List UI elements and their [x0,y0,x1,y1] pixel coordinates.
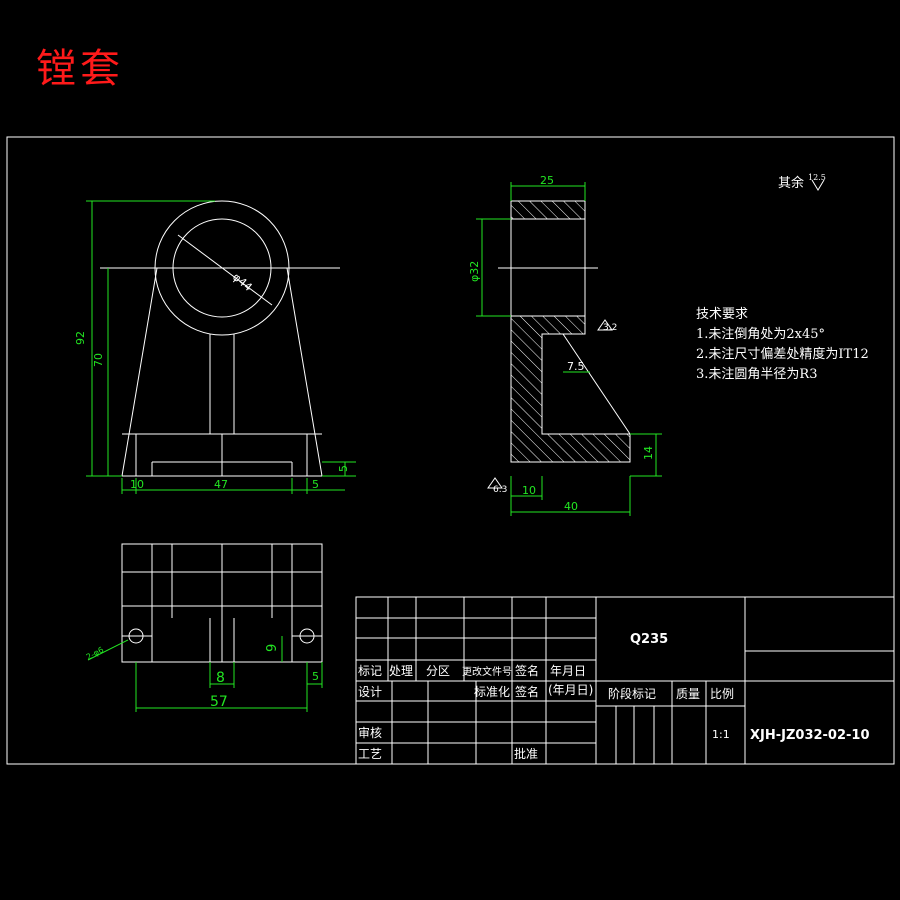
front-view-dims [86,200,356,494]
tech-item-1: 1.未注倒角处为2x45° [696,327,825,342]
tb-craft: 工艺 [358,747,382,761]
dim-top-w-edge: 5 [312,670,319,683]
dim-side-bore: φ32 [468,261,481,282]
tb-review: 审核 [358,725,382,740]
dim-side-w-left: 10 [522,484,536,497]
tb-stage: 阶段标记 [608,686,656,701]
tech-item-3: 3.未注圆角半径为R3 [696,367,817,382]
dim-top-h-hole: 9 [265,644,280,652]
rough-6-3: 6.3 [493,485,507,495]
tb-drawing-no: XJH-JZ032-02-10 [750,728,870,743]
drawing-frame [6,136,895,765]
tb-zone: 分区 [426,664,450,678]
dim-top-w-slot: 8 [216,670,225,686]
tb-approve: 批准 [514,746,538,761]
tb-change-doc: 更改文件号 [462,665,512,678]
tb-date-1: 年月日 [550,664,586,678]
tb-sign-1: 签名 [515,663,539,678]
dim-d-bore: φ44 [230,270,255,294]
tech-item-2: 2.未注尺寸偏差处精度为IT12 [696,346,869,362]
rough-3-2: 3.2 [603,323,617,333]
dim-top-holes: 2-φ6 [85,645,105,662]
side-view-dims [476,182,662,516]
roughness-marks [487,179,825,489]
tb-weight: 质量 [676,687,700,701]
side-view [498,200,631,463]
surface-note-value: 12.5 [808,173,826,182]
tb-mark: 标记 [358,664,382,678]
tb-standardize: 标准化 [474,685,510,699]
dim-h-base: 14 [642,446,655,460]
dim-top-w-total: 57 [210,694,228,710]
tb-date-2: (年月日) [548,683,593,697]
tb-ratio: 比例 [710,687,734,701]
dim-h-center: 70 [92,353,105,367]
tech-heading: 技术要求 [696,307,748,322]
front-view [100,200,340,477]
top-view [121,543,323,663]
tb-scale: 1:1 [712,728,730,741]
tb-process: 处理 [389,664,413,678]
tb-sign-2: 签名 [515,684,539,699]
dim-rib: 7.5 [567,360,585,373]
dim-side-w-total: 40 [564,500,578,513]
dim-w-mid: 47 [214,478,228,491]
title-block [355,596,895,765]
dim-width-top: 25 [540,174,554,187]
tb-material: Q235 [630,632,668,647]
dim-h-slot: 5 [337,465,350,472]
drawing-title: 镗套 [36,46,124,92]
dim-w-right: 5 [312,478,319,491]
top-view-dims [87,636,323,712]
tb-design: 设计 [358,685,382,699]
surface-note-label: 其余 [778,175,804,191]
dim-w-left: 10 [130,478,144,491]
dim-h-total: 92 [74,331,87,345]
